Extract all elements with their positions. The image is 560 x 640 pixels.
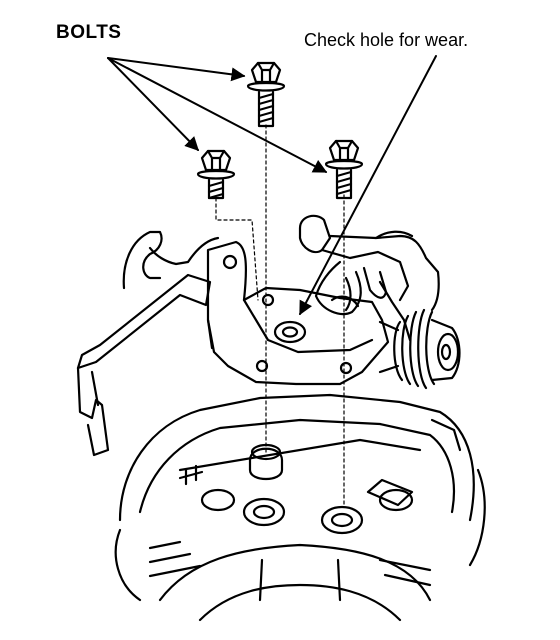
check-hole-leader-arrow bbox=[299, 55, 437, 316]
bolt-center bbox=[246, 61, 286, 128]
check-hole-label: Check hole for wear. bbox=[304, 30, 469, 50]
bolt-right bbox=[324, 139, 364, 200]
shift-selector-assembly bbox=[298, 214, 461, 390]
shift-lever-bracket bbox=[76, 230, 390, 457]
bolt-left bbox=[196, 149, 236, 200]
transmission-case bbox=[114, 393, 486, 622]
bolts-label: BOLTS bbox=[56, 22, 122, 43]
bolts-leader-arrows bbox=[107, 57, 328, 173]
bolt-guide-lines bbox=[215, 124, 345, 506]
